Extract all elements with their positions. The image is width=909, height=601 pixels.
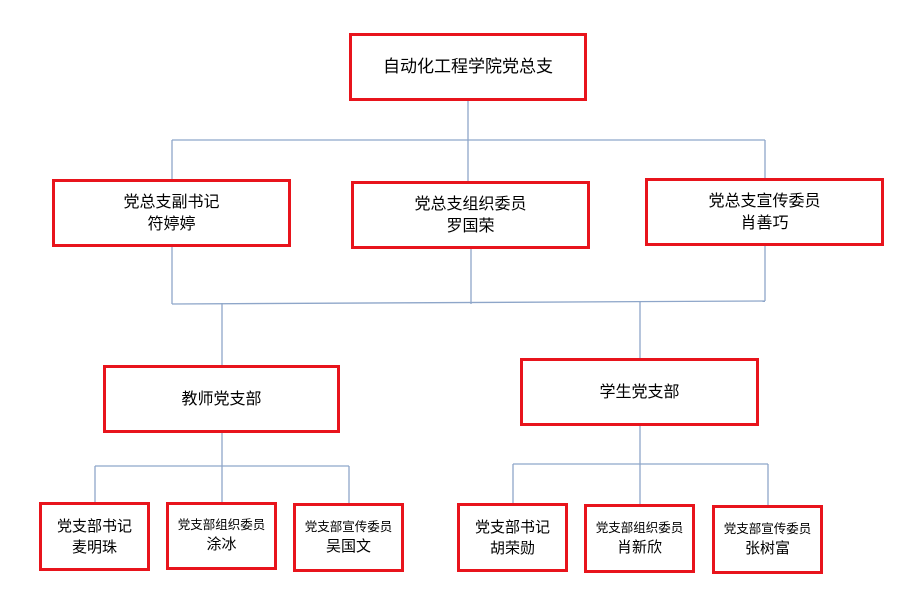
- publicity-committee-name: 肖善巧: [740, 213, 789, 232]
- member-role: 党支部书记: [474, 518, 550, 537]
- member-name: 涂冰: [206, 535, 237, 554]
- connector-line: [171, 300, 766, 305]
- teacher-publicity-node: 党支部宣传委员 吴国文: [293, 503, 404, 572]
- member-name: 麦明珠: [71, 537, 117, 556]
- teacher-organization-node: 党支部组织委员 涂冰: [166, 502, 277, 570]
- organization-committee-role: 党总支组织委员: [414, 194, 527, 214]
- student-branch-title: 学生党支部: [599, 382, 680, 402]
- member-name: 吴国文: [325, 536, 371, 555]
- member-role: 党支部宣传委员: [723, 520, 812, 536]
- member-role: 党支部书记: [56, 517, 132, 536]
- student-branch-node: 学生党支部: [520, 358, 759, 426]
- member-role: 党支部宣传委员: [304, 518, 393, 534]
- organization-committee-name: 罗国荣: [446, 216, 495, 235]
- student-publicity-node: 党支部宣传委员 张树富: [712, 505, 823, 574]
- student-secretary-node: 党支部书记 胡荣勋: [457, 503, 568, 572]
- student-organization-node: 党支部组织委员 肖新欣: [584, 504, 695, 573]
- member-role: 党支部组织委员: [177, 517, 266, 533]
- organization-committee-node: 党总支组织委员 罗国荣: [351, 181, 590, 249]
- teacher-secretary-node: 党支部书记 麦明珠: [39, 502, 150, 571]
- deputy-secretary-role: 党总支副书记: [123, 192, 220, 212]
- member-name: 肖新欣: [616, 537, 662, 556]
- root-title: 自动化工程学院党总支: [383, 56, 553, 77]
- member-role: 党支部组织委员: [595, 519, 684, 535]
- member-name: 胡荣勋: [489, 538, 535, 557]
- teacher-branch-title: 教师党支部: [181, 389, 262, 409]
- deputy-secretary-node: 党总支副书记 符婷婷: [52, 179, 291, 247]
- publicity-committee-role: 党总支宣传委员: [708, 191, 821, 211]
- teacher-branch-node: 教师党支部: [103, 365, 340, 433]
- member-name: 张树富: [744, 538, 790, 557]
- deputy-secretary-name: 符婷婷: [147, 214, 196, 233]
- publicity-committee-node: 党总支宣传委员 肖善巧: [645, 178, 884, 246]
- root-node: 自动化工程学院党总支: [349, 33, 587, 101]
